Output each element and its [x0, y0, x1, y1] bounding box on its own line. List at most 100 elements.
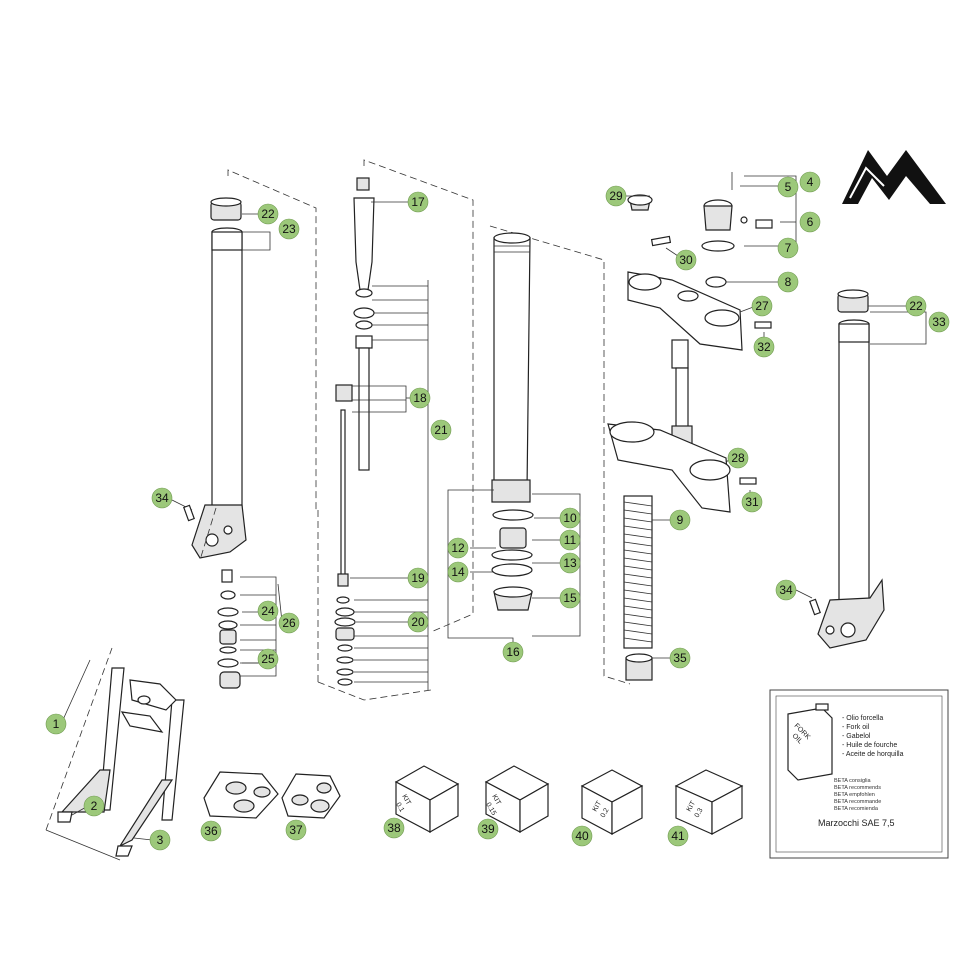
svg-text:37: 37: [289, 823, 303, 837]
badge-29: 29: [605, 185, 627, 207]
svg-text:41: 41: [671, 829, 685, 843]
left-small-parts: [217, 569, 277, 689]
bolt-34-left: [171, 499, 195, 522]
svg-text:5: 5: [785, 180, 792, 194]
tube-23-left: [211, 231, 243, 511]
svg-text:3: 3: [157, 833, 164, 847]
kit-box-3: KIT 0.2: [580, 769, 644, 835]
badge-22-right: 22: [905, 295, 927, 317]
triple-clamp-assembly: [607, 172, 797, 513]
svg-text:31: 31: [745, 495, 759, 509]
fork-oil-panel: FORK OIL - Olio forcella - Fork oil - Ga…: [769, 689, 949, 859]
fork-spring: [623, 495, 653, 681]
badge-12: 12: [447, 537, 469, 559]
badge-21: 21: [430, 419, 452, 441]
badge-17: 17: [407, 191, 429, 213]
badge-32: 32: [753, 336, 775, 358]
badge-14: 14: [447, 561, 469, 583]
badge-36: 36: [200, 820, 222, 842]
badge-25: 25: [257, 648, 279, 670]
kit-box-2-label-top: KIT: [490, 794, 502, 808]
svg-text:18: 18: [413, 391, 427, 405]
svg-text:27: 27: [755, 299, 769, 313]
badge-1: 1: [45, 713, 67, 735]
svg-text:11: 11: [564, 533, 577, 547]
badge-33: 33: [928, 311, 950, 333]
badge-6: 6: [799, 211, 821, 233]
svg-text:22: 22: [909, 299, 923, 313]
badge-37: 37: [285, 819, 307, 841]
badge-13: 13: [559, 552, 581, 574]
badge-28: 28: [727, 447, 749, 469]
svg-text:20: 20: [411, 615, 425, 629]
svg-text:15: 15: [563, 591, 577, 605]
svg-text:1: 1: [53, 717, 60, 731]
badge-41: 41: [667, 825, 689, 847]
part-number-badges: 1 2 3 4 5 6 7 8 9 10 11 12 13 14 15 16 1…: [45, 171, 950, 851]
svg-text:32: 32: [757, 340, 771, 354]
svg-text:22: 22: [261, 207, 275, 221]
svg-text:12: 12: [451, 541, 465, 555]
cartridge-assembly: [317, 159, 474, 701]
badge-20: 20: [407, 611, 429, 633]
badge-3: 3: [149, 829, 171, 851]
badge-38: 38: [383, 817, 405, 839]
svg-text:36: 36: [204, 824, 218, 838]
svg-text:30: 30: [679, 253, 693, 267]
svg-text:6: 6: [807, 215, 814, 229]
svg-text:40: 40: [575, 829, 589, 843]
badge-24: 24: [257, 600, 279, 622]
badge-35: 35: [669, 647, 691, 669]
badge-18: 18: [409, 387, 431, 409]
oil-name-de: - Gabelol: [842, 733, 871, 740]
svg-text:19: 19: [411, 571, 425, 585]
svg-text:33: 33: [932, 315, 946, 329]
badge-26: 26: [278, 612, 300, 634]
svg-text:10: 10: [563, 511, 577, 525]
outer-slider-tube: [447, 225, 631, 685]
kit-box-1-label-top: KIT: [400, 794, 412, 808]
svg-text:14: 14: [451, 565, 465, 579]
svg-text:4: 4: [807, 175, 814, 189]
oil-rec-de: BETA empfohlen: [834, 792, 875, 798]
badge-30: 30: [675, 249, 697, 271]
oil-name-en: - Fork oil: [842, 724, 870, 731]
badge-5: 5: [777, 176, 799, 198]
oil-rec-it: BETA consiglia: [834, 778, 872, 784]
badge-10: 10: [559, 507, 581, 529]
kit-box-4-label-bottom: 0.3: [694, 807, 705, 819]
kit-box-1: KIT 0.1: [394, 765, 460, 834]
marzocchi-logo-icon: [842, 150, 946, 204]
oil-rec-es: BETA recomienda: [834, 806, 879, 812]
badge-34-left: 34: [151, 487, 173, 509]
kit-box-3-label-top: KIT: [592, 799, 604, 813]
svg-text:35: 35: [673, 651, 687, 665]
kit-box-3-label-bottom: 0.2: [600, 807, 611, 819]
svg-text:2: 2: [91, 799, 98, 813]
oil-name-fr: - Huile de fourche: [842, 742, 897, 749]
svg-text:29: 29: [609, 189, 623, 203]
svg-text:13: 13: [563, 556, 577, 570]
badge-31: 31: [741, 491, 763, 513]
svg-text:38: 38: [387, 821, 401, 835]
svg-text:16: 16: [506, 645, 520, 659]
svg-text:39: 39: [481, 822, 495, 836]
svg-text:34: 34: [779, 583, 793, 597]
svg-text:9: 9: [677, 513, 684, 527]
kit-box-1-label-bottom: 0.1: [394, 802, 405, 814]
svg-text:28: 28: [731, 451, 745, 465]
badge-22-left: 22: [257, 203, 279, 225]
svg-text:17: 17: [411, 195, 425, 209]
seal-kit-bags: [203, 771, 341, 819]
badge-23: 23: [278, 218, 300, 240]
kit-box-4: KIT 0.3: [674, 769, 744, 835]
oil-name-it: - Olio forcella: [842, 715, 883, 722]
oil-rec-en: BETA recommends: [834, 785, 881, 791]
svg-text:23: 23: [282, 222, 296, 236]
badge-40: 40: [571, 825, 593, 847]
complete-fork-assembly: [45, 647, 185, 861]
badge-8: 8: [777, 271, 799, 293]
badge-39: 39: [477, 818, 499, 840]
badge-7: 7: [777, 237, 799, 259]
